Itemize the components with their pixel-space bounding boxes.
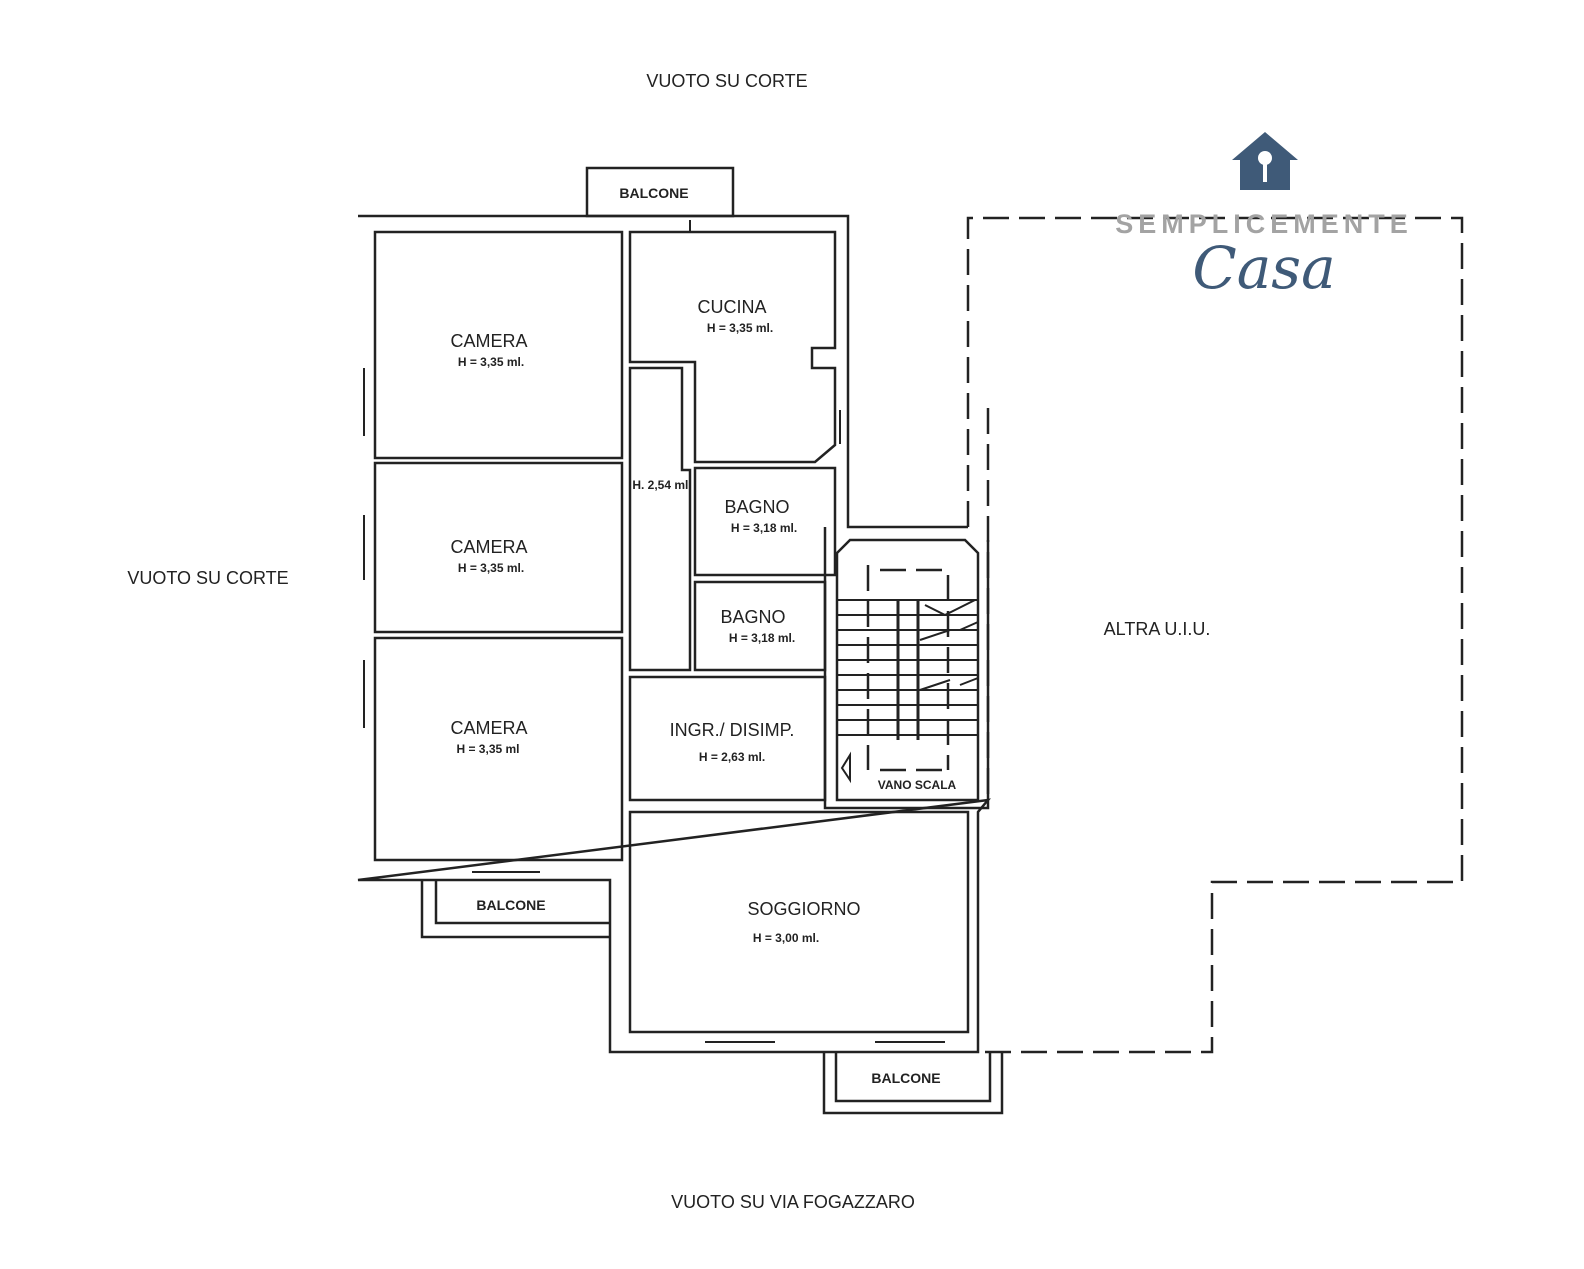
room-soggiorno	[628, 810, 970, 1034]
surroundings-right: ALTRA U.I.U.	[1104, 619, 1211, 639]
room-name: SOGGIORNO	[747, 899, 860, 919]
corridor-height: H. 2,54 ml.	[632, 478, 691, 492]
room-height: H = 3,35 ml.	[458, 561, 524, 575]
stair-steps	[838, 565, 979, 784]
room-ingresso	[628, 675, 827, 802]
room-name: CAMERA	[450, 718, 527, 738]
balcony-left	[420, 880, 610, 939]
logo-line1: SEMPLICEMENTE	[1115, 209, 1413, 239]
room-cucina	[628, 230, 837, 464]
balcony-bottom	[822, 1052, 1004, 1115]
room-name: BAGNO	[720, 607, 785, 627]
room-name: CUCINA	[697, 297, 766, 317]
logo-line2: Casa	[1192, 234, 1335, 302]
room-height: H = 2,63 ml.	[699, 750, 765, 764]
room-height: H = 3,35 ml	[456, 742, 519, 756]
room-camera-3	[373, 636, 624, 862]
surroundings-bottom: VUOTO SU VIA FOGAZZARO	[671, 1192, 915, 1212]
balcony-top	[585, 166, 735, 218]
room-name: CAMERA	[450, 537, 527, 557]
room-height: H = 3,18 ml.	[731, 521, 797, 535]
stair-label: VANO SCALA	[878, 778, 957, 792]
altra-uiu-boundary	[966, 216, 1464, 1054]
surroundings-left: VUOTO SU CORTE	[127, 568, 288, 588]
windows	[363, 220, 945, 1043]
room-bagno-2	[693, 580, 827, 672]
surroundings-top: VUOTO SU CORTE	[646, 71, 807, 91]
room-camera-2	[373, 461, 624, 634]
room-height: H = 3,35 ml.	[458, 355, 524, 369]
room-height: H = 3,35 ml.	[707, 321, 773, 335]
corridor	[628, 366, 692, 672]
room-height: H = 3,00 ml.	[753, 931, 819, 945]
stair-shaft	[835, 538, 980, 802]
room-name: INGR./ DISIMP.	[670, 720, 795, 740]
balcony-label: BALCONE	[476, 897, 545, 913]
logo: SEMPLICEMENTE Casa	[1115, 132, 1413, 302]
room-height: H = 3,18 ml.	[729, 631, 795, 645]
balcony-label: BALCONE	[619, 185, 688, 201]
room-name: CAMERA	[450, 331, 527, 351]
room-bagno-1	[693, 466, 837, 577]
room-name: BAGNO	[724, 497, 789, 517]
balcony-label: BALCONE	[871, 1070, 940, 1086]
room-camera-1	[373, 230, 624, 460]
outer-wall	[357, 214, 991, 1054]
